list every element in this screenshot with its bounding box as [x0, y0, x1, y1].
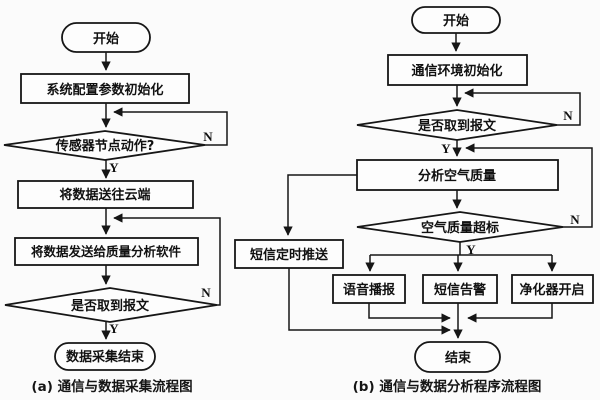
- a-send-software-label: 将数据发送给质量分析软件: [31, 244, 182, 259]
- b-threshold-decision-diamond: [356, 211, 564, 243]
- b-init-label: 通信环境初始化: [411, 63, 502, 79]
- b-threshold-no-label: N: [570, 212, 580, 227]
- a-init-label: 系统配置参数初始化: [46, 82, 163, 98]
- b-end-label: 结束: [445, 350, 472, 366]
- b-sms-alert-process: [422, 274, 498, 304]
- edge-a-msg-no-loop: [113, 213, 221, 306]
- a-init-process: [20, 73, 190, 104]
- a-start-label: 开始: [93, 31, 119, 47]
- edge-b-smspush-merge: [288, 268, 451, 335]
- a-send-cloud-label: 将数据送往云端: [59, 187, 150, 203]
- edge-b-threshold-no-loop: [465, 143, 593, 228]
- b-threshold-label: 空气质量超标: [421, 220, 499, 236]
- edge-b-analyze-smspush: [283, 174, 357, 236]
- a-sensor-decision-diamond: [3, 130, 206, 161]
- a-msg-yes-label: Y: [109, 321, 119, 336]
- b-sms-push-label: 短信定时推送: [250, 247, 329, 263]
- b-msg-yes-label: Y: [441, 141, 451, 156]
- a-send-cloud-process: [17, 180, 194, 209]
- a-send-software-process: [14, 237, 199, 266]
- a-end-terminator: [54, 342, 156, 371]
- b-purifier-process: [511, 274, 594, 304]
- edge-b-purifier-merge: [467, 303, 553, 323]
- b-sms-push-process: [234, 239, 344, 269]
- a-msg-decision-diamond: [4, 287, 218, 323]
- b-sms-alert-label: 短信告警: [434, 282, 486, 298]
- a-msg-no-label: N: [201, 285, 211, 300]
- b-start-label: 开始: [443, 13, 469, 29]
- b-msg-no-label: N: [563, 108, 573, 123]
- connectors-chart-a: [101, 52, 228, 340]
- b-voice-label: 语音播报: [343, 282, 396, 298]
- nodes-chart-a: [3, 22, 218, 371]
- b-threshold-yes-label: Y: [466, 242, 476, 257]
- edge-b-msg-no-loop: [464, 88, 581, 126]
- a-sensor-yes-label: Y: [109, 160, 119, 175]
- a-end-label: 数据采集结束: [66, 349, 145, 365]
- b-start-terminator: [411, 6, 501, 34]
- labels-chart-a: 开始 系统配置参数初始化 传感器节点动作? 将数据送往云端 将数据发送给质量分析…: [31, 31, 213, 395]
- edge-a-sensor-no-loop: [113, 107, 228, 146]
- a-sensor-no-label: N: [203, 129, 213, 144]
- nodes-chart-b: [234, 6, 594, 373]
- b-purifier-label: 净化器开启: [519, 282, 584, 298]
- edge-b-voice-merge: [368, 303, 451, 323]
- edge-b-threshold-yes-splitter: [370, 242, 552, 256]
- b-analyze-process: [356, 159, 559, 191]
- a-msg-label: 是否取到报文: [70, 298, 150, 314]
- b-end-terminator: [414, 341, 501, 373]
- b-voice-process: [332, 274, 406, 304]
- b-msg-decision-diamond: [356, 109, 558, 141]
- b-analyze-label: 分析空气质量: [418, 168, 496, 184]
- chart-a-caption: (a) 通信与数据采集流程图: [31, 378, 192, 395]
- chart-b-caption: (b) 通信与数据分析程序流程图: [353, 378, 542, 395]
- labels-chart-b: 开始 通信环境初始化 是否取到报文 分析空气质量 空气质量超标 短信定时推送 语…: [250, 13, 585, 395]
- a-sensor-label: 传感器节点动作?: [55, 138, 155, 154]
- b-init-process: [387, 54, 528, 86]
- a-start-terminator: [61, 22, 151, 53]
- b-msg-label: 是否取到报文: [417, 118, 497, 134]
- connectors-chart-b: [283, 33, 593, 339]
